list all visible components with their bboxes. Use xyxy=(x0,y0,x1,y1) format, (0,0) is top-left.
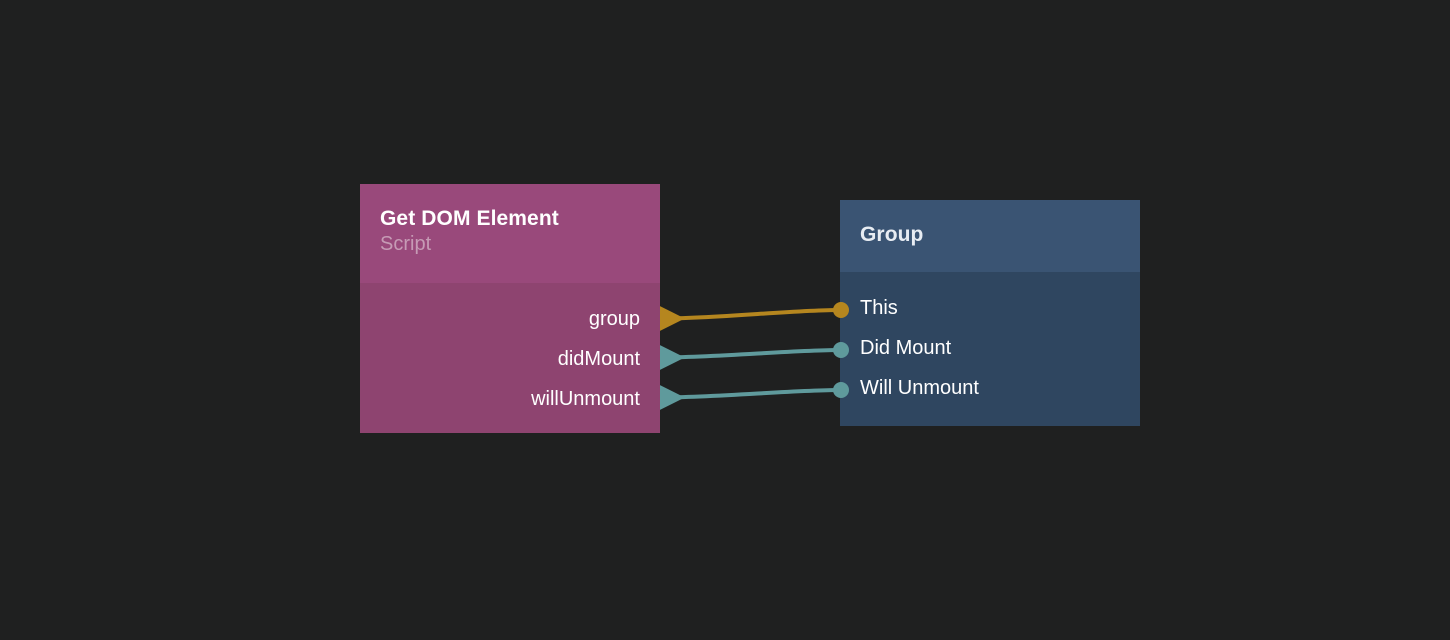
input-port-this[interactable]: This xyxy=(840,288,1140,328)
connection-this-group[interactable] xyxy=(656,304,842,333)
output-port-label: didMount xyxy=(557,348,640,370)
node-get-dom-element[interactable]: Get DOM Element Script group didMount wi… xyxy=(360,184,660,433)
node-title: Group xyxy=(860,223,924,246)
output-port-label: group xyxy=(588,308,640,330)
node-body-get-dom-element: group didMount willUnmount xyxy=(360,283,660,433)
node-subtitle: Script xyxy=(380,233,432,255)
node-title: Get DOM Element xyxy=(380,207,559,230)
input-port-label: Will Unmount xyxy=(860,377,979,399)
node-body-group: This Did Mount Will Unmount xyxy=(840,272,1140,426)
input-port-label: Did Mount xyxy=(860,337,952,359)
node-header-get-dom-element[interactable]: Get DOM Element Script xyxy=(360,184,660,283)
output-port-didmount[interactable]: didMount xyxy=(360,339,660,379)
output-port-group[interactable]: group xyxy=(360,299,660,339)
connection-didmount-didmount[interactable] xyxy=(656,343,842,372)
port-dot-will-unmount[interactable] xyxy=(833,382,849,398)
port-dot-this[interactable] xyxy=(833,302,849,318)
input-port-did-mount[interactable]: Did Mount xyxy=(840,328,1140,368)
node-group[interactable]: Group This Did Mount Will Unmount xyxy=(840,200,1140,426)
node-header-group[interactable]: Group xyxy=(840,200,1140,272)
connection-willunmount-willunmount[interactable] xyxy=(656,383,842,412)
output-port-label: willUnmount xyxy=(531,388,640,410)
input-port-label: This xyxy=(860,297,898,319)
port-dot-did-mount[interactable] xyxy=(833,342,849,358)
input-port-will-unmount[interactable]: Will Unmount xyxy=(840,368,1140,408)
output-port-willunmount[interactable]: willUnmount xyxy=(360,379,660,419)
